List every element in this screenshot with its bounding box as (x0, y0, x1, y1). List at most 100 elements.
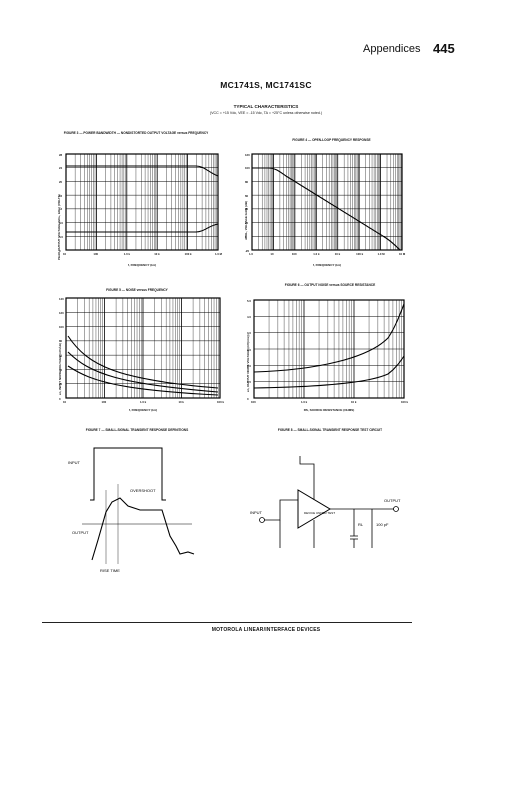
fig6-curve-av100 (253, 355, 405, 389)
fig8-output-label: OUTPUT (384, 498, 401, 503)
fig3-ytick: 28 (59, 152, 63, 157)
fig4-xtick: 10 (270, 252, 274, 256)
fig7-input-label: INPUT (68, 460, 81, 465)
fig6-graph (253, 299, 405, 399)
fig6-xtick: 100 (251, 400, 256, 404)
fig4-xtick: 1.0 M (377, 252, 385, 256)
fig4-ytick: 0 (245, 234, 247, 239)
fig5-xlabel: f, FREQUENCY (Hz) (129, 408, 157, 412)
fig4-ytick: 100 (245, 166, 250, 171)
fig5-ytick: 120 (59, 310, 64, 315)
fig3-xlabel: f, FREQUENCY (Hz) (128, 263, 156, 267)
test-conditions: (VCC = +15 Vdc, VEE = -15 Vdc, TA = +25°… (209, 111, 323, 115)
fig5-ytick: 0 (59, 396, 61, 401)
fig5-xtick: 100 k (217, 400, 224, 404)
fig8-output-terminal (393, 506, 399, 512)
fig4-xtick: 10 M (399, 252, 406, 256)
fig3-curve-upper (66, 165, 219, 177)
fig5-curve-1 (67, 335, 219, 389)
fig3-ytick: 20 (59, 179, 63, 184)
page-number: 445 (433, 41, 455, 56)
fig7-caption: FIGURE 7 — SMALL-SIGNAL TRANSIENT RESPON… (85, 428, 189, 432)
fig5-curve-3 (67, 365, 219, 396)
fig6-grid (253, 300, 404, 398)
fig8-input-label: INPUT (250, 510, 263, 515)
footer-rule (42, 622, 412, 623)
fig7-diagram: OVERSHOOT OUTPUT INPUT RISE TIME (68, 447, 195, 573)
fig4-ytick: 60 (245, 193, 249, 198)
page-footer: MOTOROLA LINEAR/INTERFACE DEVICES (211, 627, 321, 633)
fig5-ytick: 60 (59, 353, 63, 358)
fig5-xtick: 1.0 k (140, 400, 147, 404)
fig6-ytick: 1.0 (247, 363, 251, 368)
fig3-ytick: 12 (59, 207, 63, 212)
document-title: MC1741S, MC1741SC (220, 80, 312, 90)
fig4-graph (251, 153, 403, 251)
fig3-xtick: 10 k (154, 252, 160, 256)
fig6-ytick: 0.5 (247, 380, 251, 385)
fig7-rise-label: RISE TIME (100, 568, 120, 573)
fig8-dut-label: DEVICE UNDER TEST (304, 511, 335, 515)
fig4-gain-curve (252, 167, 401, 251)
fig7-input-pulse (90, 447, 166, 501)
fig7-overshoot-label: OVERSHOOT (130, 488, 156, 493)
fig4-ytick: 80 (245, 179, 249, 184)
fig8-circuit: INPUT OUTPUT DEVICE UNDER TEST RL 100 pF (250, 456, 401, 548)
fig5-xtick: 100 (101, 400, 107, 404)
fig3-curve-lower (66, 223, 219, 233)
fig6-ytick: 0 (247, 396, 249, 401)
fig3-ytick: 24 (59, 166, 63, 171)
fig3-xtick: 1.0 M (215, 252, 222, 256)
fig6-caption: FIGURE 6 — OUTPUT NOISE versus SOURCE RE… (284, 283, 376, 287)
fig6-ytick: 4.0 (247, 314, 251, 319)
fig3-caption: FIGURE 3 — POWER BANDWIDTH — NONDISTORTE… (63, 131, 209, 135)
fig8-input-terminal (259, 517, 265, 523)
fig3-xtick: 100 k (184, 252, 192, 256)
fig5-ytick: 80 (59, 339, 63, 344)
fig3-xtick: 100 (93, 252, 99, 256)
fig6-xtick: 10 k (351, 400, 357, 404)
fig4-ytick: -20 (245, 248, 250, 253)
fig5-ytick: 100 (59, 325, 64, 330)
fig4-xtick: 100 k (356, 252, 364, 256)
fig5-ytick: 40 (59, 367, 63, 372)
section-title: Appendices (363, 43, 421, 55)
fig3-grid (65, 154, 218, 250)
fig5-xtick: 10 k (178, 400, 184, 404)
fig4-xtick: 1.0 (249, 252, 253, 256)
fig8-cl-label: 100 pF (376, 522, 389, 527)
fig7-output-label: OUTPUT (72, 530, 89, 535)
fig4-ytick: 20 (245, 221, 249, 226)
fig6-ytick: 3.0 (247, 331, 251, 336)
fig6-ytick: 2.0 (247, 347, 251, 352)
fig4-ytick: 120 (245, 152, 250, 157)
fig5-caption: FIGURE 5 — NOISE versus FREQUENCY (106, 288, 168, 292)
fig3-graph (65, 153, 219, 251)
fig4-xtick: 1.0 k (313, 252, 320, 256)
fig3-xtick: 10 (63, 252, 67, 256)
fig3-ytick: 0 (59, 248, 61, 253)
fig6-xtick: 1.0 k (301, 400, 308, 404)
fig3-xtick: 1.0 k (123, 252, 131, 256)
fig6-xtick: 100 k (401, 400, 408, 404)
fig8-caption: FIGURE 8 — SMALL-SIGNAL TRANSIENT RESPON… (277, 428, 383, 432)
fig6-ytick: 5.0 (247, 298, 251, 303)
fig5-curve-2 (67, 351, 219, 393)
fig4-caption: FIGURE 4 — OPEN-LOOP FREQUENCY RESPONSE (292, 138, 371, 142)
fig5-ytick: 140 (59, 296, 64, 301)
section-subtitle: TYPICAL CHARACTERISTICS (233, 104, 299, 109)
fig3-ytick: 4.0 (59, 234, 63, 239)
fig6-xlabel: RS, SOURCE RESISTANCE (OHMS) (303, 408, 355, 412)
fig8-rl-label: RL (358, 522, 364, 527)
fig5-ytick: 20 (59, 382, 63, 387)
fig7-output-pulse (91, 497, 195, 561)
fig4-xtick: 100 (291, 252, 297, 256)
fig5-graph (65, 297, 221, 399)
fig5-xtick: 10 (63, 400, 67, 404)
fig4-xtick: 10 k (334, 252, 341, 256)
fig4-ytick: 40 (245, 207, 249, 212)
fig3-ytick: 8.0 (59, 221, 63, 226)
fig3-ytick: 16 (59, 193, 63, 198)
fig4-xlabel: f, FREQUENCY (Hz) (313, 263, 341, 267)
fig4-grid (251, 154, 402, 250)
